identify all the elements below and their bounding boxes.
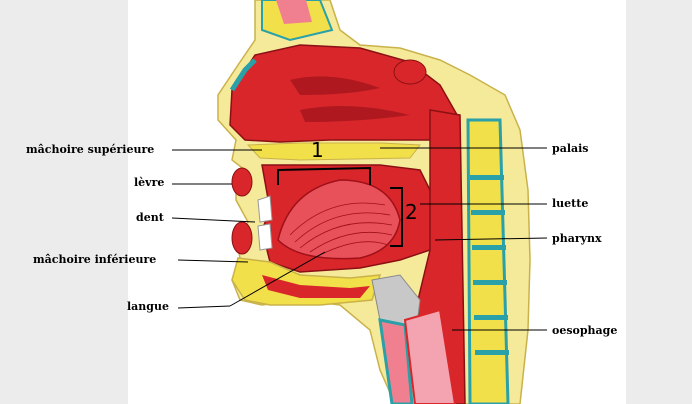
leader-lines (171, 147, 548, 331)
oesophage (403, 308, 457, 404)
label-pharynx: pharynx (552, 232, 602, 245)
label-langue: langue (127, 300, 169, 313)
tongue (277, 179, 401, 260)
label-oesophage: oesophage (552, 324, 618, 337)
nose-cartilage (229, 58, 257, 92)
upper-lip (231, 167, 253, 197)
bracket-2 (390, 187, 403, 247)
label-luette: luette (552, 197, 589, 210)
marker-2: 2 (405, 200, 418, 224)
label-levre: lèvre (134, 176, 165, 189)
tongue-muscle-lines (289, 202, 393, 256)
upper-jaw-bone (246, 142, 421, 161)
chin-muscle (262, 275, 370, 298)
upper-tooth (257, 195, 273, 223)
label-palais: palais (552, 142, 589, 155)
nasal-concha-2 (300, 106, 410, 122)
label-machoire-superieure: mâchoire supérieure (26, 143, 155, 156)
sinus (393, 59, 427, 85)
lower-lip (231, 221, 253, 255)
lower-tooth (257, 223, 273, 251)
trachea (378, 318, 414, 404)
vertebrae (470, 175, 509, 355)
label-machoire-inferieure: mâchoire inférieure (33, 253, 157, 266)
bracket-1 (277, 166, 371, 185)
spine (466, 118, 510, 404)
label-dent: dent (136, 211, 164, 224)
marker-1: 1 (311, 138, 324, 162)
brain-tissue (276, 0, 312, 24)
nasal-concha (290, 76, 380, 95)
